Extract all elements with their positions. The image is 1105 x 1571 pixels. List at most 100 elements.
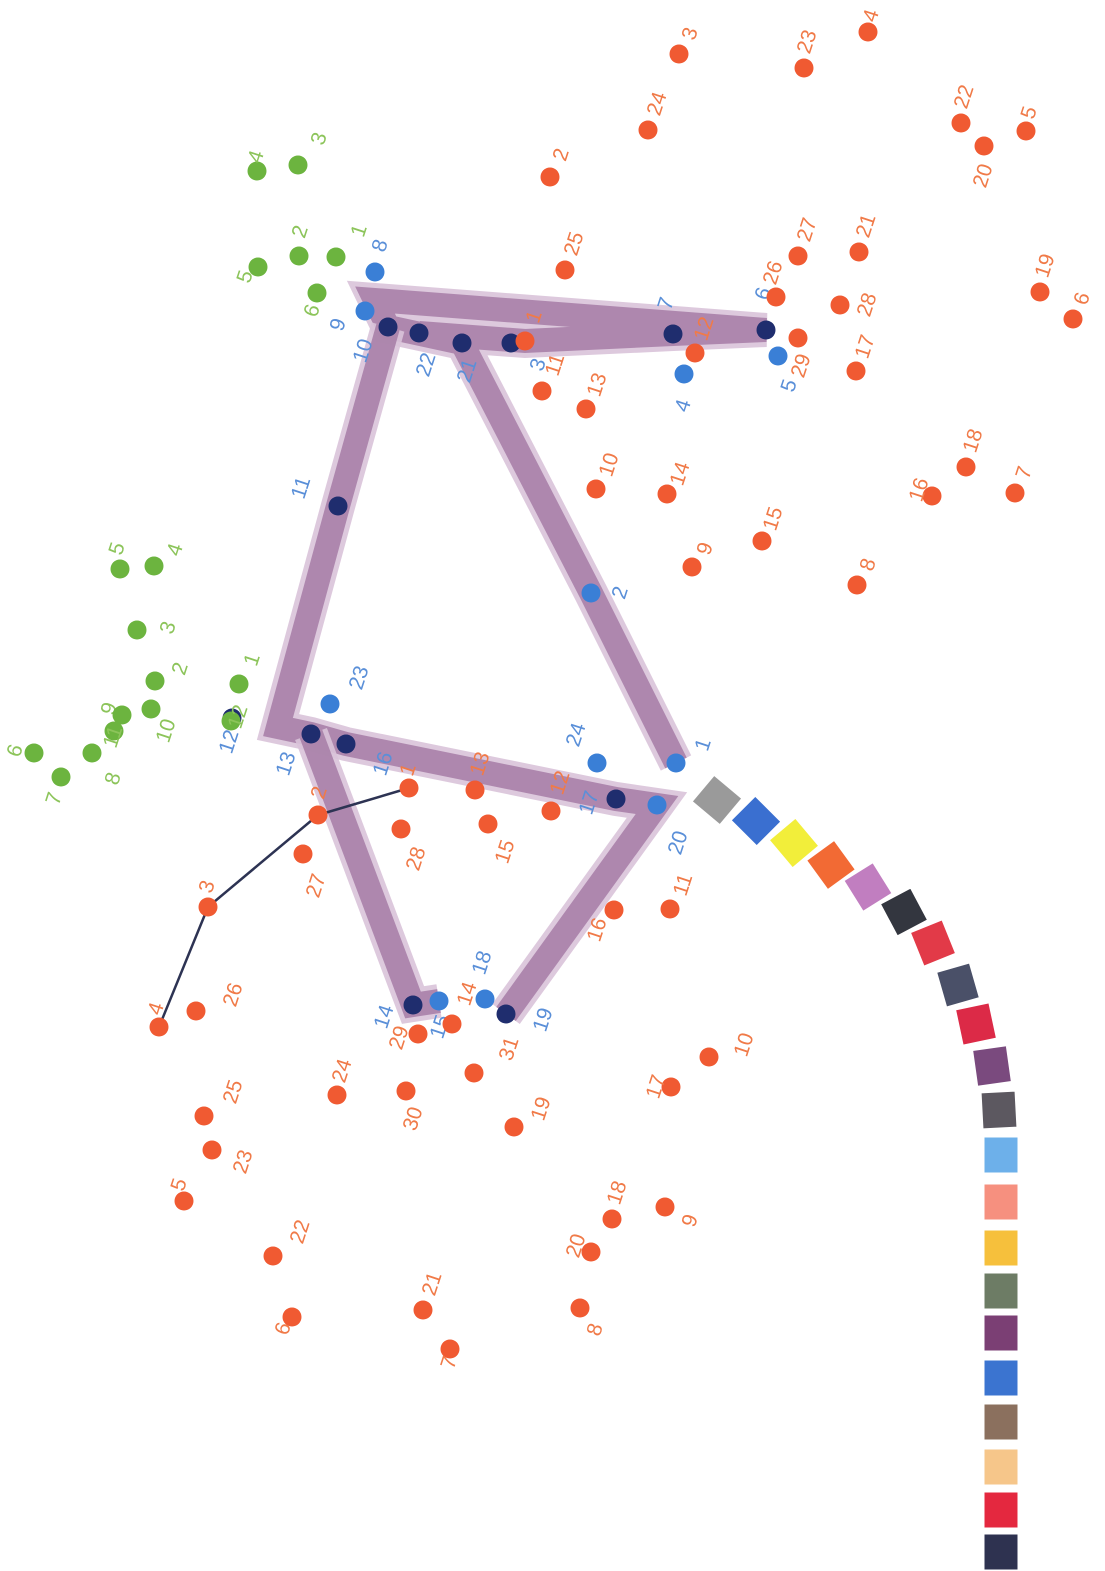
palette-swatch-peach[interactable]: [981, 1446, 1021, 1488]
green-lower-dot-12[interactable]: 12: [221, 702, 253, 731]
orange-lower-dot-25[interactable]: 25: [194, 1077, 248, 1126]
green-lower-dot-7[interactable]: 7: [41, 767, 71, 808]
orange-upper-dot-18-marker[interactable]: [956, 457, 976, 477]
palette-swatch-navy[interactable]: [981, 1531, 1021, 1571]
orange-lower-dot-16-marker[interactable]: [604, 900, 624, 920]
orange-upper-dot-13[interactable]: 13: [576, 370, 612, 419]
palette-swatch-dim-gray[interactable]: [978, 1088, 1020, 1132]
palette-swatch-blue[interactable]: [728, 793, 784, 849]
orange-upper-dot-4-marker[interactable]: [858, 22, 878, 42]
orange-lower-dot-19-marker[interactable]: [504, 1117, 524, 1137]
orange-lower-dot-14[interactable]: 14: [442, 979, 482, 1034]
orange-lower-dot-9-marker[interactable]: [655, 1197, 675, 1217]
orange-lower-dot-18-marker[interactable]: [602, 1209, 622, 1229]
orange-lower-dot-8[interactable]: 8: [570, 1298, 608, 1339]
orange-lower-dot-17-marker[interactable]: [661, 1077, 681, 1097]
green-upper-dot-4-marker[interactable]: [247, 161, 267, 181]
orange-lower-dot-20[interactable]: 20: [562, 1231, 601, 1262]
orange-lower-dot-23[interactable]: 23: [202, 1140, 258, 1177]
orange-lower-dot-28-marker[interactable]: [391, 819, 411, 839]
orange-upper-dot-11-marker[interactable]: [532, 381, 552, 401]
orange-upper-dot-26-marker[interactable]: [766, 287, 786, 307]
orange-lower-dot-18[interactable]: 18: [602, 1178, 632, 1229]
orange-upper-dot-5[interactable]: 5: [1016, 104, 1042, 141]
orange-lower-dot-31[interactable]: 31: [464, 1034, 524, 1083]
orange-upper-dot-20[interactable]: 20: [969, 136, 998, 191]
orange-upper-dot-15[interactable]: 15: [752, 504, 788, 551]
green-upper-dot-3-marker[interactable]: [288, 155, 308, 175]
blue-dot-23-marker[interactable]: [320, 694, 340, 714]
orange-upper-dot-9[interactable]: 9: [682, 540, 718, 577]
green-lower-dot-8[interactable]: 8: [82, 743, 126, 788]
orange-upper-dot-22[interactable]: 22: [950, 82, 979, 133]
orange-upper-dot-25-marker[interactable]: [555, 260, 575, 280]
green-lower-dot-7-marker[interactable]: [51, 767, 71, 787]
orange-upper-dot-28-marker[interactable]: [830, 295, 850, 315]
palette-swatch-crimson[interactable]: [953, 1000, 999, 1048]
orange-lower-dot-11-marker[interactable]: [660, 899, 680, 919]
blue-dot-13-marker[interactable]: [301, 724, 321, 744]
green-lower-dot-3-marker[interactable]: [127, 620, 147, 640]
orange-upper-dot-13-marker[interactable]: [576, 399, 596, 419]
orange-lower-dot-29-marker[interactable]: [408, 1024, 428, 1044]
blue-dot-4-marker[interactable]: [674, 364, 694, 384]
blue-dot-16[interactable]: 16: [336, 734, 398, 779]
green-upper-dot-6[interactable]: 6: [299, 283, 327, 320]
green-lower-dot-5-marker[interactable]: [110, 559, 130, 579]
orange-lower-dot-9[interactable]: 9: [655, 1197, 703, 1230]
orange-lower-dot-2-marker[interactable]: [308, 805, 328, 825]
palette-swatch-salmon[interactable]: [981, 1181, 1021, 1223]
orange-lower-dot-25-marker[interactable]: [194, 1106, 214, 1126]
orange-upper-dot-23-marker[interactable]: [794, 58, 814, 78]
green-lower-dot-11-marker[interactable]: [112, 705, 132, 725]
orange-upper-dot-24-marker[interactable]: [638, 120, 658, 140]
green-upper-dot-2-marker[interactable]: [289, 246, 309, 266]
green-lower-dot-1[interactable]: 1: [229, 651, 265, 694]
green-upper-dot-1[interactable]: 1: [326, 222, 372, 267]
green-upper-dot-4[interactable]: 4: [243, 147, 269, 181]
orange-upper-dot-25[interactable]: 25: [555, 229, 589, 280]
blue-dot-7-marker[interactable]: [663, 324, 683, 344]
orange-lower-dot-21-marker[interactable]: [413, 1300, 433, 1320]
orange-lower-dot-1-marker[interactable]: [399, 778, 419, 798]
green-upper-dot-5[interactable]: 5: [232, 257, 268, 286]
green-lower-dot-2[interactable]: 2: [145, 660, 193, 691]
blue-dot-10-marker[interactable]: [378, 317, 398, 337]
green-lower-dot-9-marker[interactable]: [104, 721, 124, 741]
orange-upper-dot-8[interactable]: 8: [847, 556, 881, 595]
orange-lower-dot-6-marker[interactable]: [282, 1307, 302, 1327]
blue-dot-14-marker[interactable]: [403, 995, 423, 1015]
blue-dot-2[interactable]: 2: [581, 583, 633, 603]
orange-lower-dot-23-marker[interactable]: [202, 1140, 222, 1160]
green-lower-dot-12-marker[interactable]: [221, 711, 241, 731]
green-lower-dot-10-marker[interactable]: [141, 699, 161, 719]
palette-swatch-charcoal[interactable]: [878, 885, 930, 939]
green-lower-dot-4-marker[interactable]: [144, 556, 164, 576]
orange-upper-dot-21-marker[interactable]: [849, 242, 869, 262]
orange-upper-dot-24[interactable]: 24: [638, 89, 672, 140]
orange-lower-dot-27-marker[interactable]: [293, 844, 313, 864]
blue-dot-20-marker[interactable]: [647, 795, 667, 815]
palette-swatch-brown[interactable]: [981, 1401, 1021, 1443]
blue-dot-6-marker[interactable]: [756, 320, 776, 340]
green-lower-dot-6[interactable]: 6: [2, 742, 44, 763]
orange-upper-dot-2-marker[interactable]: [540, 167, 560, 187]
green-lower-dot-4[interactable]: 4: [144, 540, 188, 576]
orange-upper-dot-27[interactable]: 27: [788, 215, 822, 266]
orange-lower-dot-3-marker[interactable]: [198, 897, 218, 917]
orange-upper-dot-1-marker[interactable]: [515, 331, 535, 351]
green-lower-dot-2-marker[interactable]: [145, 671, 165, 691]
palette-swatch-gray[interactable]: [689, 772, 745, 828]
orange-upper-dot-6-marker[interactable]: [1063, 309, 1083, 329]
palette-swatch-gold[interactable]: [981, 1227, 1021, 1269]
orange-lower-dot-13-marker[interactable]: [465, 780, 485, 800]
orange-lower-dot-24[interactable]: 24: [327, 1056, 357, 1105]
orange-lower-dot-21[interactable]: 21: [413, 1269, 447, 1320]
orange-upper-dot-10-marker[interactable]: [586, 479, 606, 499]
green-lower-dot-6-marker[interactable]: [24, 743, 44, 763]
orange-upper-dot-9-marker[interactable]: [682, 557, 702, 577]
blue-dot-9-marker[interactable]: [355, 301, 375, 321]
orange-lower-dot-4[interactable]: 4: [143, 999, 169, 1037]
orange-lower-dot-30[interactable]: 30: [396, 1081, 428, 1134]
palette-swatch-royal-blue[interactable]: [981, 1357, 1021, 1399]
